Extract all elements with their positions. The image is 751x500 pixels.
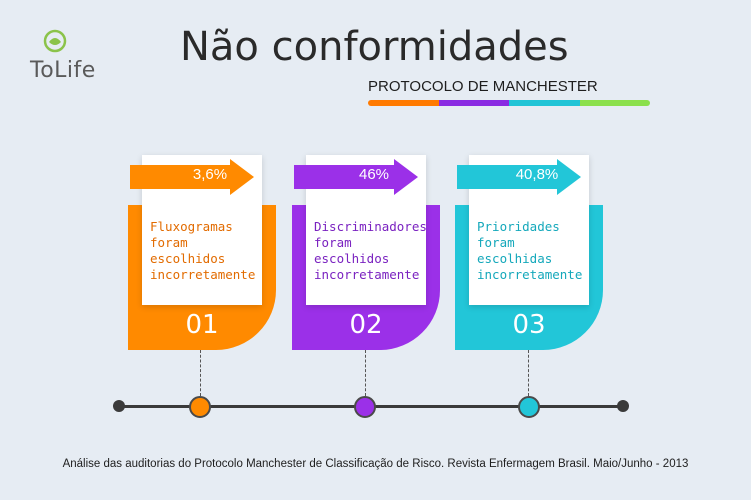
card-2: 46% Discriminadores foram escolhidos inc…: [292, 155, 440, 350]
timeline-connector-2: [365, 350, 366, 396]
timeline-marker-3: [518, 396, 540, 418]
card-3: 40,8% Prioridades foram escolhidas incor…: [455, 155, 603, 350]
card-3-description: Prioridades foram escolhidas incorretame…: [477, 219, 583, 282]
timeline-start-dot: [113, 400, 125, 412]
timeline-marker-2: [354, 396, 376, 418]
page-subtitle: PROTOCOLO DE MANCHESTER: [368, 78, 598, 95]
timeline-connector-1: [200, 350, 201, 396]
card-2-arrow-icon: [294, 159, 418, 195]
timeline-connector-3: [528, 350, 529, 396]
color-stripe: [368, 100, 650, 106]
stripe-segment-green: [579, 100, 650, 106]
stripe-segment-cyan: [509, 100, 580, 106]
card-1: 3,6% Fluxogramas foram escolhidos incorr…: [128, 155, 276, 350]
card-2-description: Discriminadores foram escolhidos incorre…: [314, 219, 427, 282]
timeline-marker-1: [189, 396, 211, 418]
stripe-segment-purple: [438, 100, 509, 106]
card-1-arrow-icon: [130, 159, 254, 195]
card-3-number: 03: [512, 310, 546, 340]
card-3-arrow-icon: [457, 159, 581, 195]
card-2-number: 02: [349, 310, 383, 340]
logo-text: ToLife: [30, 58, 96, 83]
page-title: Não conformidades: [180, 24, 569, 70]
card-1-number: 01: [185, 310, 219, 340]
card-2-percent: 46%: [358, 166, 390, 183]
stripe-segment-orange: [368, 100, 439, 106]
source-footnote: Análise das auditorias do Protocolo Manc…: [62, 458, 689, 470]
card-3-percent: 40,8%: [515, 166, 559, 183]
card-1-description: Fluxogramas foram escolhidos incorretame…: [150, 219, 256, 282]
timeline-end-dot: [617, 400, 629, 412]
card-1-percent: 3,6%: [192, 166, 228, 183]
tolife-logo-icon: [43, 29, 67, 53]
